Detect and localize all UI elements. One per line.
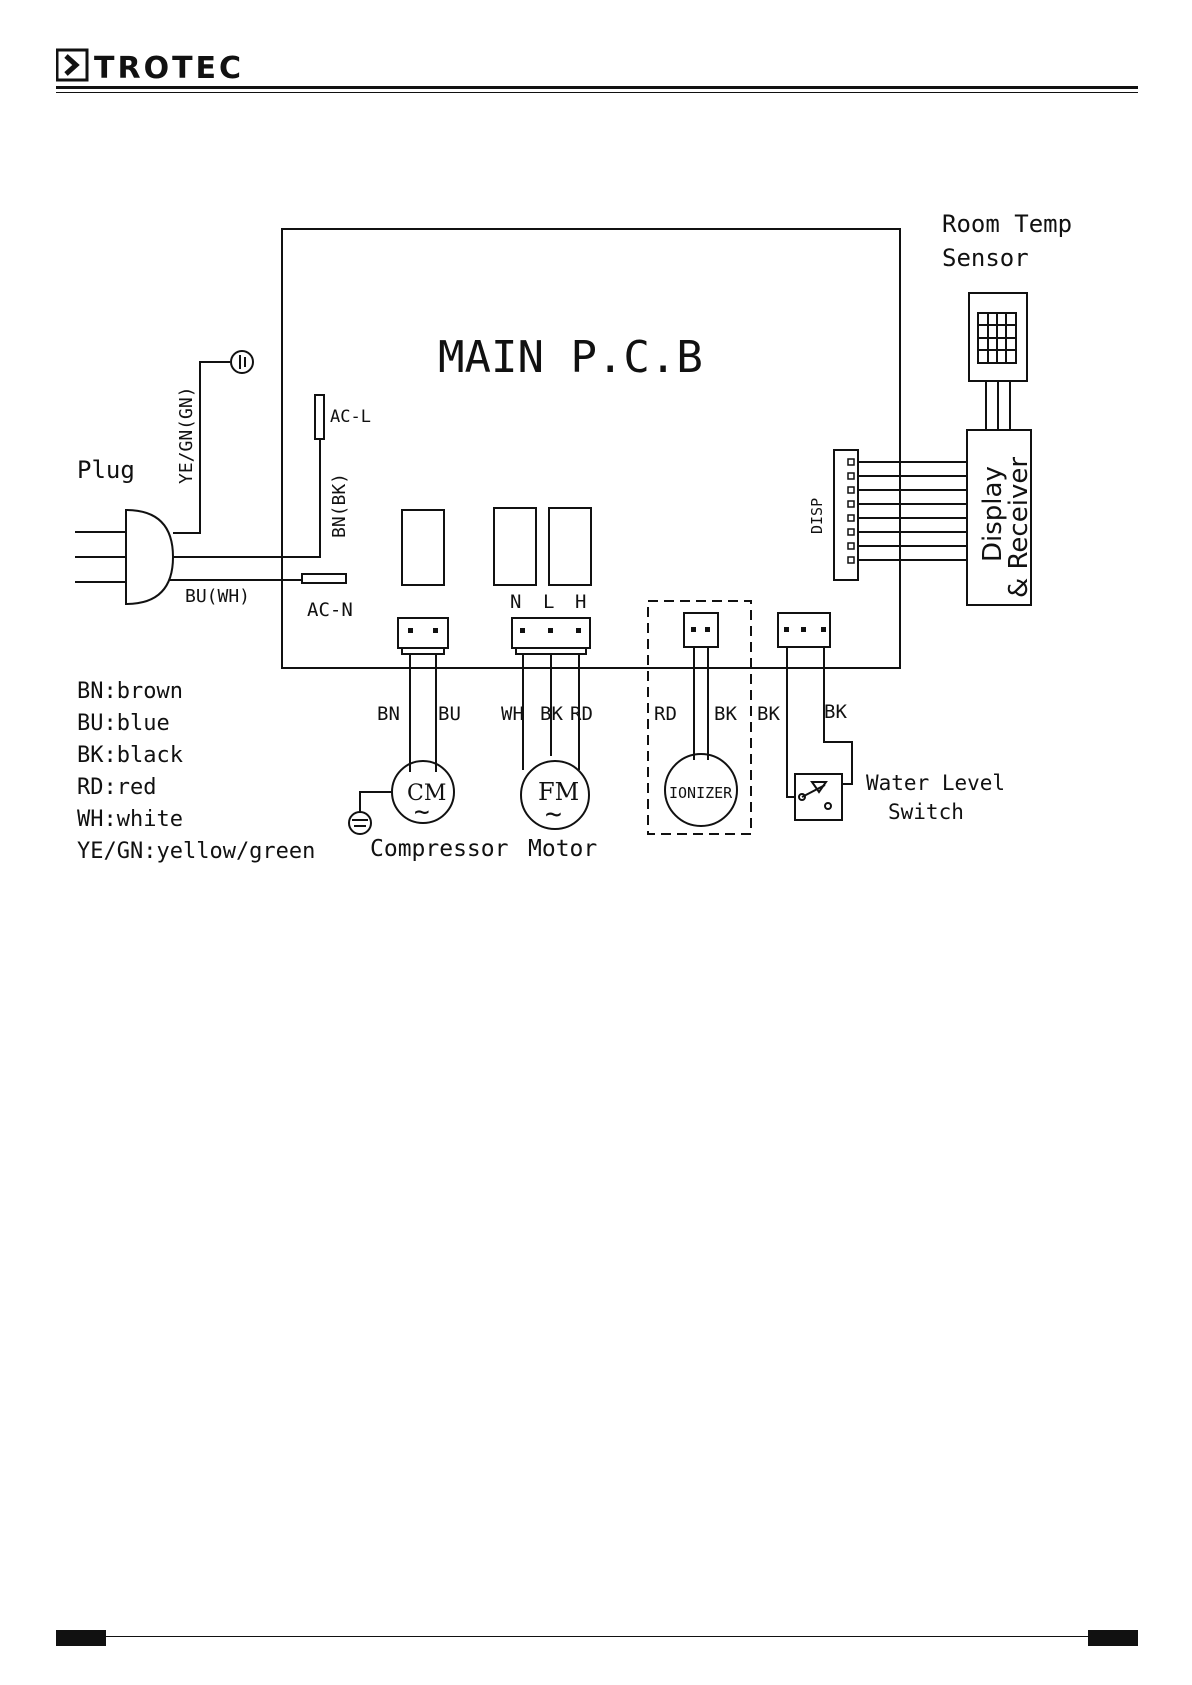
ionizer-text: IONIZER	[669, 784, 733, 802]
fan-terminal-h: H	[575, 591, 586, 613]
ground-symbol	[231, 351, 253, 373]
legend-item: RD:red	[77, 775, 156, 800]
relay-fan-2	[549, 508, 591, 585]
plug-label: Plug	[77, 456, 135, 484]
legend-item: BK:black	[77, 743, 183, 768]
fuse-ac-l	[315, 395, 324, 439]
legend-item: BU:blue	[77, 711, 170, 736]
switch-label-1: Water Level	[866, 771, 1005, 795]
display-label-2: & Receiver	[1004, 457, 1034, 598]
sensor-label-1: Room Temp	[942, 210, 1072, 238]
motor-wire-bk: BK	[540, 703, 563, 725]
compressor-wire-bn: BN	[377, 703, 400, 725]
relay-compressor	[402, 510, 444, 585]
connector-ionizer	[684, 613, 718, 647]
motor-wire-rd: RD	[570, 703, 593, 725]
plug-body	[126, 510, 173, 604]
footer-rule	[106, 1636, 1088, 1637]
motor-tilde: ~	[545, 797, 562, 830]
compressor-ground-symbol	[349, 812, 371, 834]
fuse-ac-n	[302, 574, 346, 583]
footer-block-left	[56, 1630, 106, 1646]
ac-l-label: AC-L	[330, 407, 371, 427]
wire-ground-label: YE/GN(GN)	[176, 386, 197, 484]
disp-connector-label: DISP	[808, 498, 826, 534]
switch-wire-bk-2: BK	[824, 701, 847, 723]
ac-n-label: AC-N	[307, 599, 353, 621]
wire-neutral-label: BU(WH)	[185, 586, 250, 607]
fan-terminal-n: N	[510, 591, 521, 613]
main-pcb-board	[282, 229, 900, 668]
footer-block-right	[1088, 1630, 1138, 1646]
switch-wire-bk-1: BK	[757, 703, 780, 725]
switch-label-2: Switch	[888, 800, 964, 824]
motor-wire-wh: WH	[501, 703, 524, 725]
board-title: MAIN P.C.B	[438, 332, 703, 383]
compressor-tilde: ~	[414, 797, 430, 827]
compressor-wire-bu: BU	[438, 703, 461, 725]
legend-item: BN:brown	[77, 679, 183, 704]
ionizer-wire-rd: RD	[654, 703, 677, 725]
page-footer	[56, 1630, 1138, 1646]
motor-label: Motor	[528, 836, 597, 862]
wiring-diagram: MAIN P.C.B Room Temp Sensor Display & Re…	[0, 0, 1192, 900]
compressor-label: Compressor	[370, 836, 508, 862]
legend-item: YE/GN:yellow/green	[77, 839, 315, 864]
sensor-label-2: Sensor	[942, 244, 1029, 272]
legend-item: WH:white	[77, 807, 183, 832]
connector-compressor	[398, 618, 448, 648]
wire-live-label: BN(BK)	[329, 473, 350, 538]
ionizer-wire-bk: BK	[714, 703, 737, 725]
relay-fan-1	[494, 508, 536, 585]
fan-terminal-l: L	[543, 591, 554, 613]
